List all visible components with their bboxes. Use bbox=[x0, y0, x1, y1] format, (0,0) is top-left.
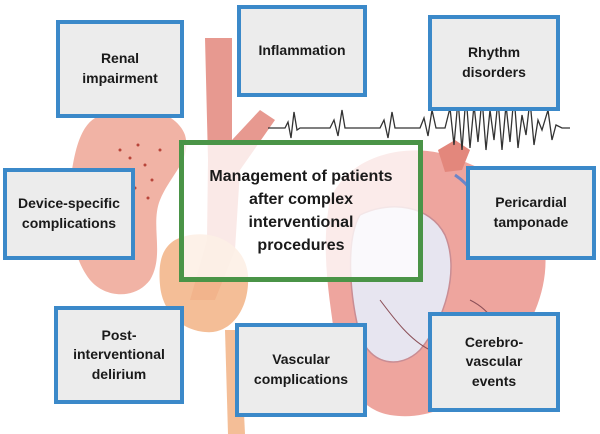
box-inflammation: Inflammation bbox=[237, 5, 367, 97]
cerebrovascular-events-label: Cerebro- vascular events bbox=[464, 333, 524, 389]
rhythm-disorders-label: Rhythm disorders bbox=[462, 44, 526, 80]
central-title: Management of patients after complex int… bbox=[209, 167, 393, 255]
box-pericardial-tamponade: Pericardial tamponade bbox=[466, 166, 596, 260]
device-specific-label: Device-specific complications bbox=[18, 195, 120, 231]
ecg-trace bbox=[268, 94, 570, 151]
post-interventional-delirium-label: Post- interventional delirium bbox=[73, 326, 165, 382]
box-vascular-complications: Vascular complications bbox=[235, 323, 367, 417]
box-rhythm-disorders: Rhythm disorders bbox=[428, 15, 560, 111]
box-renal-impairment: Renal impairment bbox=[56, 20, 184, 118]
vascular-complications-label: Vascular complications bbox=[253, 351, 349, 387]
pericardial-tamponade-label: Pericardial tamponade bbox=[493, 194, 569, 230]
inflammation-label: Inflammation bbox=[258, 42, 346, 59]
renal-impairment-label: Renal impairment bbox=[82, 50, 158, 86]
box-device-specific-complications: Device-specific complications bbox=[3, 168, 135, 260]
box-cerebrovascular-events: Cerebro- vascular events bbox=[428, 312, 560, 412]
central-box-management: Management of patients after complex int… bbox=[179, 140, 423, 282]
box-post-interventional-delirium: Post- interventional delirium bbox=[54, 306, 184, 404]
